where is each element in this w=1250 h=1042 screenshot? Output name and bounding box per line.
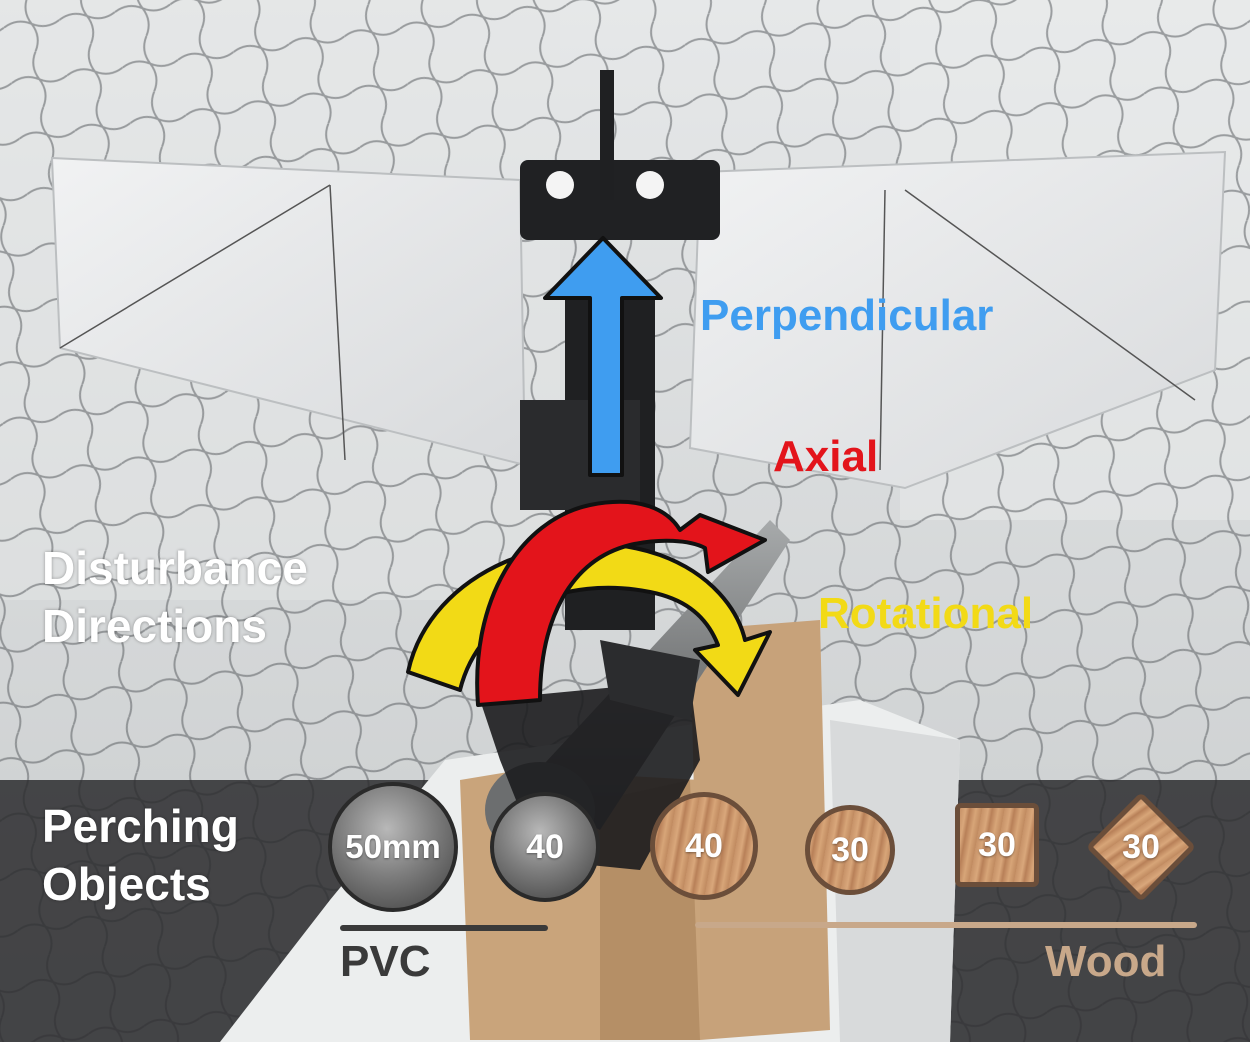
wood-diamond-30-label: 30 (1122, 827, 1160, 866)
pvc-group-bar (340, 925, 548, 931)
wood-circle-40-object: 40 (650, 792, 758, 900)
pvc-50mm-label: 50mm (345, 828, 441, 865)
wood-circle-40-label: 40 (685, 826, 723, 865)
perpendicular-arrow (543, 236, 663, 477)
pvc-50mm-object: 50mm (328, 782, 458, 912)
wood-circle-30-label: 30 (831, 830, 869, 869)
wood-diamond-30-object: 30 (1085, 791, 1197, 903)
disturbance-directions-label: Disturbance Directions (42, 542, 308, 652)
rotational-label: Rotational (818, 589, 1034, 638)
wood-square-30-label: 30 (978, 825, 1016, 864)
wood-square-30-object: 30 (955, 803, 1039, 887)
axial-arrow (475, 499, 767, 707)
perpendicular-label: Perpendicular (700, 291, 994, 340)
wood-circle-30-object: 30 (805, 805, 895, 895)
pvc-40mm-label: 40 (526, 827, 564, 866)
pvc-group-label: PVC (340, 937, 431, 986)
axial-label: Axial (773, 432, 879, 481)
wood-group-bar (695, 922, 1197, 928)
perching-objects-label: Perching Objects (42, 800, 239, 910)
pvc-40mm-object: 40 (490, 792, 600, 902)
wood-group-label: Wood (1045, 937, 1167, 986)
